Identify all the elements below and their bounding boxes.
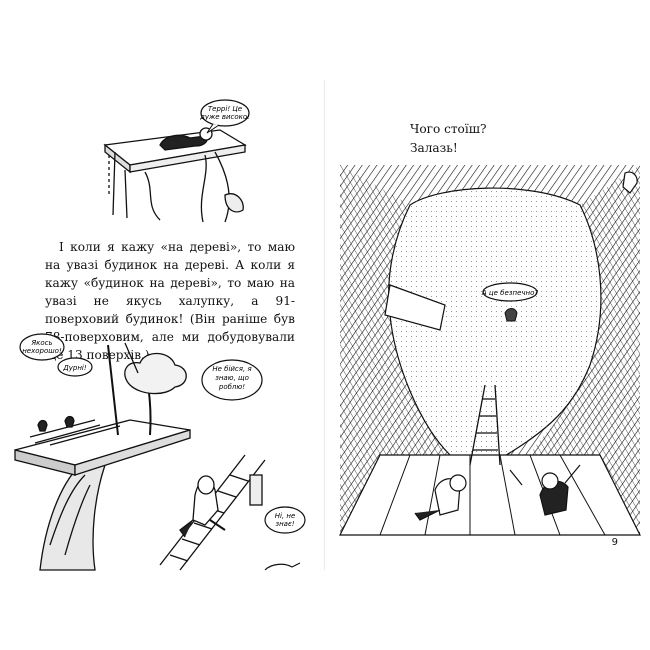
book-spread: Террі! Це дуже високо! І коли я кажу «на… — [0, 80, 650, 571]
right-page: Чого стоїш? Залазь! — [325, 80, 650, 570]
right-line-1: Чого стоїш? — [410, 122, 487, 136]
speech-doesnt-know-line1: Ні, не — [275, 512, 296, 520]
right-page-text: Чого стоїш? Залазь! — [410, 120, 486, 158]
speech-terry-line1: Террі! Це — [208, 105, 242, 113]
speech-crazy-line1: Якось — [30, 339, 52, 347]
left-page: Террі! Це дуже високо! І коли я кажу «на… — [0, 80, 325, 571]
speech-crazy-line2: нехорошо! — [22, 347, 62, 355]
tree-shaft-illustration: А це безпечно? — [339, 165, 641, 536]
speech-safe: А це безпечно? — [481, 289, 539, 297]
body-paragraph: І коли я кажу «на дереві», то маю на ува… — [45, 240, 295, 362]
page-number: 9 — [611, 537, 618, 548]
body-paragraph-container: І коли я кажу «на дереві», то маю на ува… — [45, 238, 295, 364]
speech-doesnt-know-line2: знає! — [275, 520, 294, 528]
treehouse-deck-illustration: Якось нехорошо! Дурні! Не бійся, я знаю,… — [14, 333, 306, 571]
speech-terry-line2: дуже високо! — [199, 113, 250, 121]
speech-not-afraid-line2: знаю, що — [215, 374, 249, 382]
speech-not-afraid-line1: Не бійся, я — [212, 365, 251, 373]
right-line-2: Залазь! — [410, 141, 458, 155]
treehouse-platform-illustration: Террі! Це дуже високо! — [103, 99, 250, 223]
speech-not-afraid-line3: роблю! — [218, 383, 245, 391]
speech-fools: Дурні! — [62, 364, 87, 372]
